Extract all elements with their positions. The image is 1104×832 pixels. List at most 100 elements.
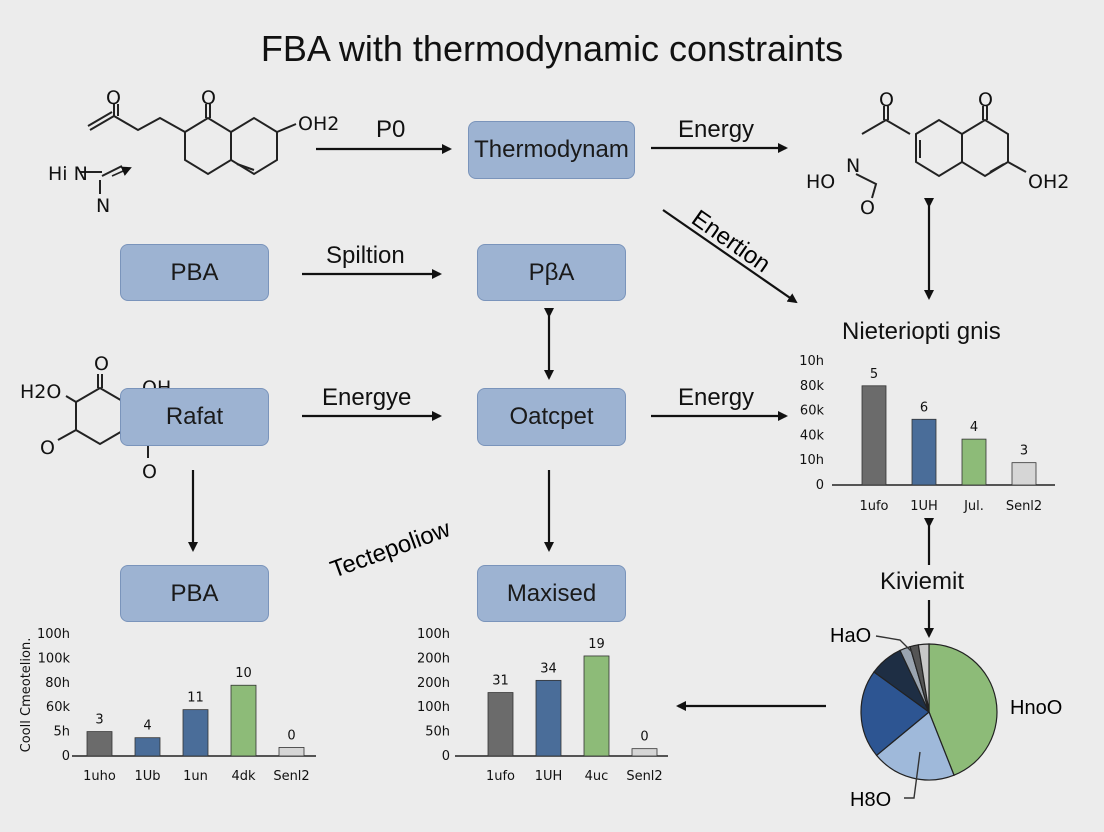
label-kiviemit: Kiviemit: [880, 568, 965, 595]
mol-tr-oh2: OH2: [1028, 171, 1069, 193]
pie-label-h8o: H8O: [850, 789, 891, 811]
bar: [230, 684, 257, 757]
mol-tl-oh2: OH2: [298, 113, 339, 135]
y-tick-label: 100h: [417, 700, 450, 715]
x-tick-label: 1UH: [535, 769, 563, 784]
node-pba-center: PβA: [477, 244, 626, 301]
y-tick-label: 80h: [45, 676, 70, 691]
edge-label-energye: Energye: [322, 384, 412, 411]
y-tick-label: 5h: [53, 725, 70, 740]
y-tick-label: 0: [442, 749, 450, 764]
x-tick-label: 1UH: [910, 499, 938, 514]
pie-leader-hao: [875, 635, 913, 653]
mol-ml-o2: O: [40, 437, 55, 459]
y-tick-label: 60k: [46, 700, 71, 715]
pie-leader-h8o: [904, 751, 921, 799]
node-rafat: Rafat: [120, 388, 269, 446]
pie-chart: [860, 643, 998, 781]
bar-chart-bottom-center: 050h100h200h200h100h311ufo341UH194uc0Sen…: [417, 627, 668, 784]
bar-data-label: 0: [640, 730, 648, 745]
mol-tr-o2: O: [978, 89, 993, 111]
bar-data-label: 3: [95, 713, 103, 728]
node-pba-top: PBA: [120, 244, 269, 301]
diagram-title: FBA with thermodynamic constraints: [260, 28, 844, 69]
bar: [911, 418, 937, 486]
bar: [631, 748, 658, 757]
bar: [961, 438, 987, 486]
y-tick-label: 10h: [799, 453, 824, 468]
edge-label-tectepoliow: Tectepoliow: [327, 515, 455, 583]
bar-data-label: 5: [870, 367, 878, 382]
bar: [487, 692, 514, 757]
bar: [182, 709, 209, 757]
x-tick-label: 1Ub: [134, 769, 160, 784]
edge-label-p0: P0: [376, 116, 406, 143]
bar: [86, 731, 113, 757]
mol-tl-o1: O: [106, 87, 121, 109]
pie-label-hao: HaO: [830, 625, 871, 647]
edge-label-energy-top: Energy: [678, 116, 755, 143]
mol-ml-o1: O: [94, 353, 109, 375]
bar-chart-bottom-left: 0 5h 60k 80h 100k 100h 3 1uho 4 1Ub 11 1un 10 4dk 0Sen…: [19, 627, 316, 784]
node-maxised: Maxised: [477, 565, 626, 622]
x-tick-label: 1un: [183, 769, 208, 784]
y-tick-label: 100k: [38, 651, 71, 666]
x-tick-label: 1ufo: [486, 769, 515, 784]
x-tick-label: 4dk: [231, 769, 256, 784]
y-tick-label: 200h: [417, 651, 450, 666]
y-tick-label: 100h: [37, 627, 70, 642]
x-tick-label: 1uho: [83, 769, 116, 784]
pie-slice: [917, 643, 930, 713]
arrow-enertion: [662, 209, 798, 304]
node-thermodynam: Thermodynam: [468, 121, 635, 179]
mol-tr-n: N: [846, 155, 860, 177]
x-tick-label: Senl2: [273, 769, 309, 784]
mol-tl-o2: O: [201, 87, 216, 109]
molecule-top-left: [80, 104, 297, 194]
pie-label-hno: HnoO: [1010, 697, 1062, 719]
mol-ml-h2o: H2O: [20, 381, 61, 403]
mol-tr-o1: O: [879, 89, 894, 111]
molecule-top-right: [855, 106, 1027, 199]
mol-tl-n: N: [96, 195, 110, 217]
bar: [134, 737, 161, 757]
y-tick-label: 60k: [800, 404, 825, 419]
x-tick-label: Senl2: [626, 769, 662, 784]
x-tick-label: 1ufo: [859, 499, 888, 514]
y-axis-label: Cooll Cmeotelion.: [19, 638, 34, 753]
bar-data-label: 11: [187, 691, 204, 706]
mol-tl-hn: Hi N: [48, 163, 88, 185]
bar-data-label: 4: [970, 420, 978, 435]
x-tick-label: Senl2: [1006, 499, 1042, 514]
y-tick-label: 0: [62, 749, 70, 764]
mol-tr-o3: O: [860, 197, 875, 219]
label-nieteriop: Nieteriopti gnis: [842, 318, 1001, 345]
bar: [1011, 462, 1037, 486]
bar-data-label: 19: [588, 637, 605, 652]
pie-slice: [928, 643, 998, 777]
mol-small-arrow: [111, 166, 132, 177]
y-tick-label: 40k: [800, 428, 825, 443]
mol-tr-ho: HO: [806, 171, 835, 193]
bar-data-label: 0: [287, 728, 295, 743]
bar-data-label: 4: [143, 719, 151, 734]
y-tick-label: 0: [816, 478, 824, 493]
bar-data-label: 3: [1020, 444, 1028, 459]
bar: [278, 747, 305, 757]
edge-label-enertion: Enertion: [687, 205, 776, 278]
edge-label-spiltion: Spiltion: [326, 242, 405, 269]
mol-ml-o3: O: [142, 461, 157, 483]
pie-slice: [875, 711, 955, 781]
y-tick-label: 80k: [800, 379, 825, 394]
node-oatcpet: Oatcpet: [477, 388, 626, 446]
bar-data-label: 10: [235, 666, 252, 681]
bar: [861, 385, 887, 486]
y-tick-label: 200h: [417, 676, 450, 691]
x-tick-label: 4uc: [585, 769, 609, 784]
y-tick-label: 10h: [799, 354, 824, 369]
y-tick-label: 100h: [417, 627, 450, 642]
bar-data-label: 34: [540, 661, 557, 676]
